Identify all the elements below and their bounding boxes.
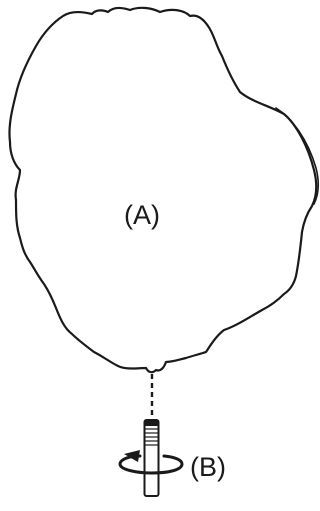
- blob-outline: [9, 8, 316, 372]
- label-a: (A): [124, 200, 160, 230]
- label-b: (B): [190, 452, 226, 482]
- rod: [145, 420, 159, 496]
- blob-edge-highlight: [276, 108, 318, 204]
- rod-tip: [146, 420, 158, 426]
- rotation-arrow-head: [124, 450, 140, 462]
